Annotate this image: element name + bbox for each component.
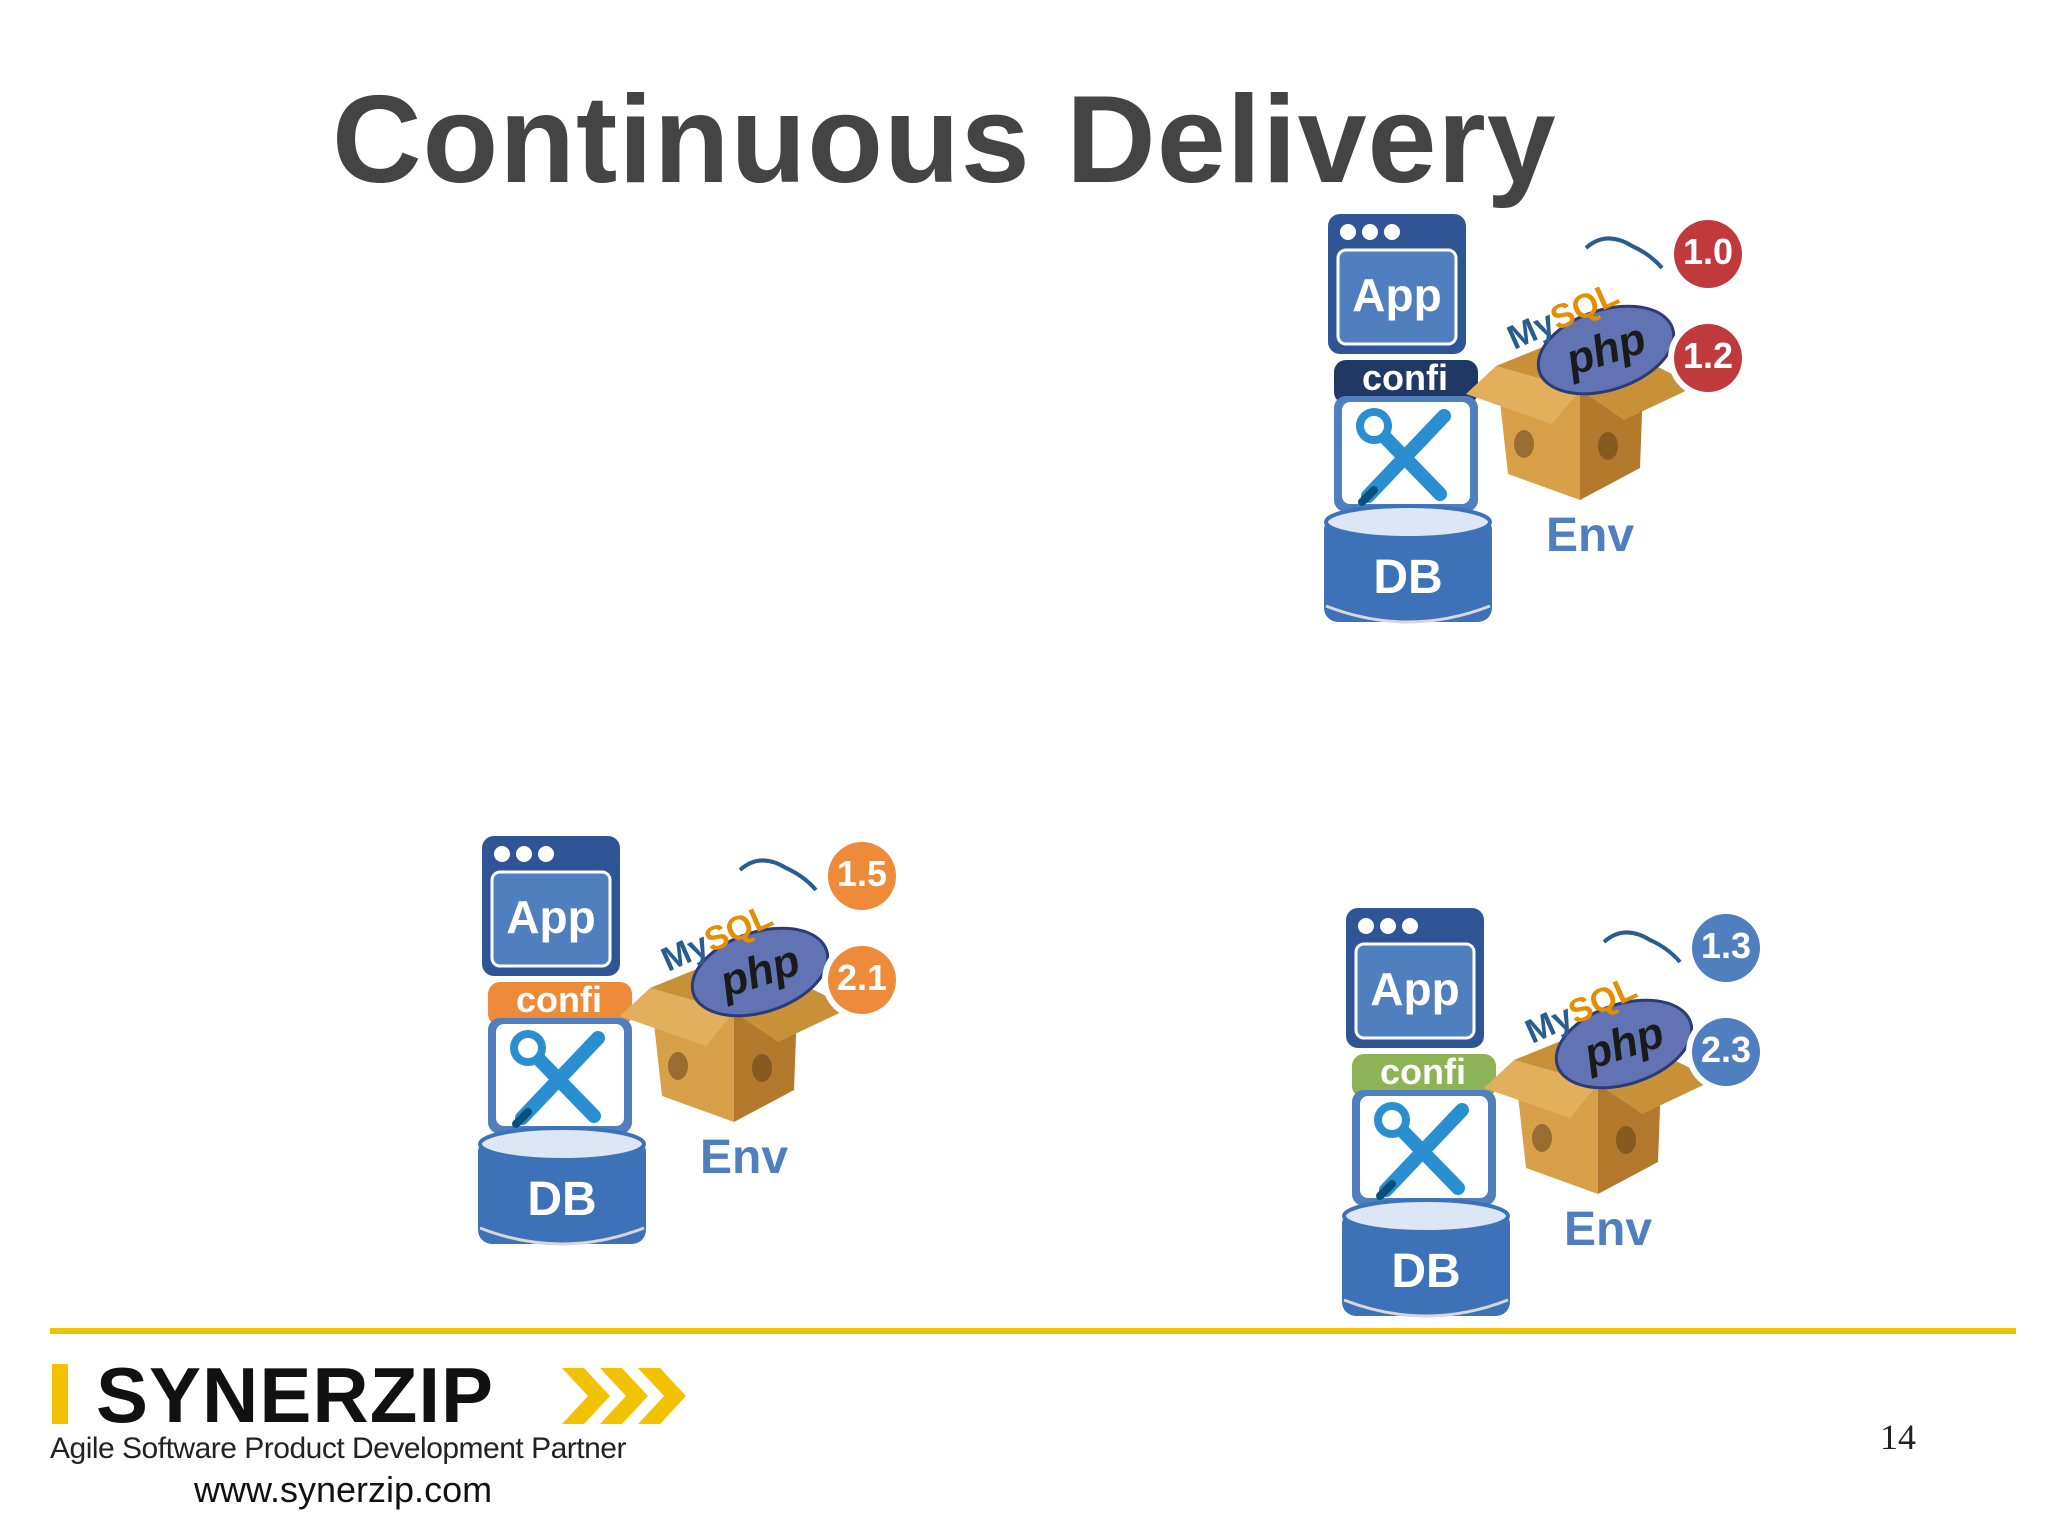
mysql-version: 1.5 bbox=[836, 853, 888, 894]
mysql-version: 1.0 bbox=[1682, 231, 1734, 272]
database-icon bbox=[1342, 1198, 1510, 1318]
config-label: confi bbox=[1380, 1051, 1466, 1092]
slide-title: Continuous Delivery bbox=[332, 71, 1557, 209]
app-window-icon bbox=[1346, 908, 1484, 1048]
database-icon bbox=[478, 1126, 646, 1246]
tagline: Agile Software Product Development Partn… bbox=[50, 1432, 626, 1465]
app-window-icon bbox=[1328, 214, 1466, 354]
php-logo-icon: php bbox=[1536, 304, 1676, 396]
php-version-badge bbox=[1686, 1012, 1766, 1092]
tools-icon bbox=[510, 1030, 605, 1128]
env-label: Env bbox=[1564, 1203, 1653, 1256]
db-label: DB bbox=[1373, 551, 1443, 604]
mysql-version-badge bbox=[1686, 908, 1766, 988]
app-label: App bbox=[1352, 269, 1442, 321]
db-label: DB bbox=[527, 1173, 597, 1226]
mysql-version-badge bbox=[822, 836, 902, 916]
app-window-icon bbox=[482, 836, 620, 976]
database-icon bbox=[1324, 504, 1492, 624]
config-label: confi bbox=[1362, 357, 1448, 398]
stack-graphic: php MySQL bbox=[478, 836, 902, 1246]
db-label: DB bbox=[1391, 1245, 1461, 1298]
tools-icon bbox=[1356, 408, 1451, 506]
stack-graphic: php MySQL bbox=[1324, 214, 1748, 624]
page-number: 14 bbox=[1880, 1417, 1916, 1457]
synerzip-logo: SYNERZIP bbox=[50, 1356, 690, 1476]
stack-bottom-right: php MySQL App confi DB Env 1.3 2.3 bbox=[1342, 904, 1862, 1364]
php-version: 2.1 bbox=[836, 957, 888, 998]
config-label: confi bbox=[516, 979, 602, 1020]
env-label: Env bbox=[1546, 509, 1635, 562]
mysql-version: 1.3 bbox=[1700, 925, 1752, 966]
stack-graphic: php MySQL bbox=[1342, 908, 1766, 1318]
php-logo-icon: php bbox=[690, 926, 830, 1018]
chevrons-icon bbox=[562, 1368, 686, 1424]
php-version-badge bbox=[1668, 318, 1748, 398]
stack-top-right: php MySQL App confi DB Env 1.0 1.2 bbox=[1324, 210, 1844, 670]
php-version: 2.3 bbox=[1700, 1029, 1752, 1070]
logo-bar bbox=[52, 1364, 68, 1424]
app-label: App bbox=[1370, 963, 1460, 1015]
php-version-badge bbox=[822, 940, 902, 1020]
mysql-version-badge bbox=[1668, 214, 1748, 294]
logo-wordmark: SYNERZIP bbox=[96, 1351, 495, 1439]
env-label: Env bbox=[700, 1131, 789, 1184]
app-label: App bbox=[506, 891, 596, 943]
tools-icon bbox=[1374, 1102, 1469, 1200]
footer-divider bbox=[50, 1328, 2016, 1334]
php-version: 1.2 bbox=[1682, 335, 1734, 376]
php-logo-icon: php bbox=[1554, 998, 1694, 1090]
website-link[interactable]: www.synerzip.com bbox=[194, 1469, 493, 1510]
stack-bottom-left: php MySQL App confi DB Env 1.5 2.1 bbox=[478, 832, 998, 1292]
